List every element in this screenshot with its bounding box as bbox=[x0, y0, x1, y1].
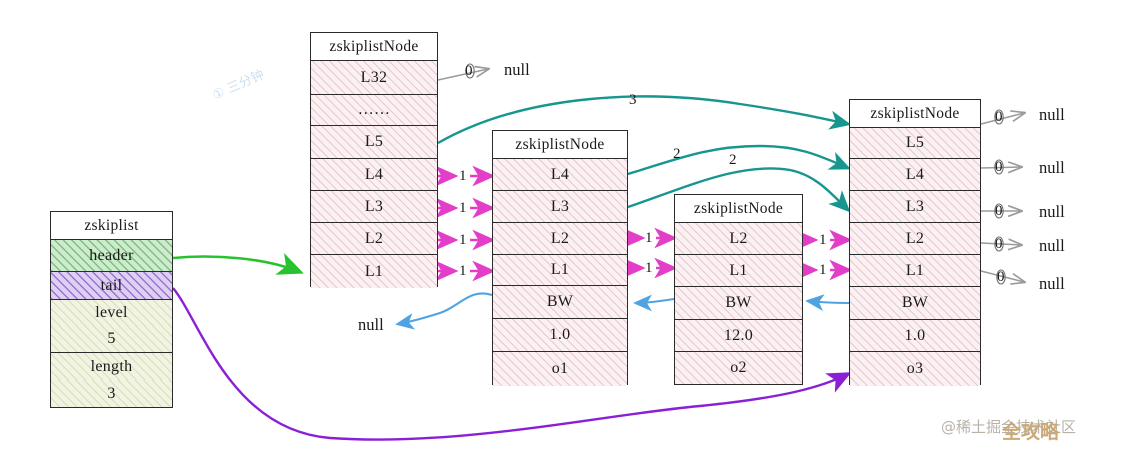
zskiplist-field-level-value: 5 bbox=[51, 326, 172, 353]
node-o3-cell-score: 1.0 bbox=[850, 320, 980, 352]
header-node: zskiplistNode L32 …… L5 L4 L3 L2 L1 bbox=[310, 32, 438, 288]
zero-label-o3-l2: 0 bbox=[995, 236, 1003, 252]
bw-o1-null bbox=[395, 292, 493, 330]
span-label-o1-l1-o2: 1 bbox=[645, 260, 653, 276]
null-label-o3-l1: null bbox=[1039, 274, 1065, 293]
header-node-cell-l4: L4 bbox=[311, 159, 437, 191]
node-o2-cell-l1: L1 bbox=[675, 255, 802, 287]
node-o2-cell-l2: L2 bbox=[675, 223, 802, 255]
node-o3-cell-l1: L1 bbox=[850, 255, 980, 287]
span-label-o2-l1-o3: 1 bbox=[819, 262, 827, 278]
ptr-header-l32-null bbox=[437, 69, 488, 81]
ptr-o3-l1-null bbox=[980, 270, 1024, 282]
zero-label-header-l32: 0 bbox=[465, 63, 473, 79]
header-node-cell-ellipsis: …… bbox=[311, 95, 437, 126]
node-o1-cell-l2: L2 bbox=[493, 223, 627, 255]
zero-label-o3-l4: 0 bbox=[995, 159, 1003, 175]
span-label-header-l5-o3: 3 bbox=[629, 92, 637, 108]
node-o3: zskiplistNode L5 L4 L3 L2 L1 BW 1.0 o3 bbox=[849, 99, 981, 386]
node-o1-cell-l4: L4 bbox=[493, 159, 627, 191]
bw-o2-o1 bbox=[633, 294, 675, 312]
watermark-community: @稀土掘金技术社区 bbox=[941, 418, 1077, 436]
node-o1-cell-obj: o1 bbox=[493, 352, 627, 386]
node-o2-cell-bw: BW bbox=[675, 287, 802, 320]
forward-pointers-near bbox=[435, 165, 853, 282]
header-node-title: zskiplistNode bbox=[311, 33, 437, 61]
zskiplist-field-length-value: 3 bbox=[51, 380, 172, 407]
header-node-cell-l3: L3 bbox=[311, 191, 437, 223]
node-o2-cell-score: 12.0 bbox=[675, 320, 802, 352]
forward-pointers-far bbox=[437, 95, 852, 213]
header-node-cell-l5: L5 bbox=[311, 126, 437, 159]
zero-label-o3-l1: 0 bbox=[997, 269, 1005, 285]
span-label-header-l1-o1: 1 bbox=[459, 263, 467, 279]
zskiplist-field-tail: tail bbox=[51, 272, 172, 300]
tp-zskiplist-tail-to-o3 bbox=[172, 287, 852, 441]
span-label-o1-l3-o3: 2 bbox=[729, 152, 737, 168]
node-o3-cell-l4: L4 bbox=[850, 159, 980, 191]
node-o3-cell-l5: L5 bbox=[850, 128, 980, 159]
node-o1-cell-bw: BW bbox=[493, 286, 627, 319]
ptr-o3-l4-null bbox=[980, 167, 1021, 168]
ptr-o3-l5-null bbox=[980, 113, 1024, 125]
null-label-o3-l2: null bbox=[1039, 236, 1065, 255]
node-o3-cell-l3: L3 bbox=[850, 191, 980, 223]
ptr-o3-l2-null bbox=[980, 243, 1021, 245]
zskiplist-field-header: header bbox=[51, 240, 172, 272]
span-label-o1-l2-o2: 1 bbox=[645, 230, 653, 246]
watermark-overlay: 全攻略 bbox=[1002, 421, 1060, 443]
bw-o3-o2 bbox=[805, 294, 850, 311]
node-o3-title: zskiplistNode bbox=[850, 100, 980, 128]
header-pointer bbox=[172, 253, 304, 275]
header-node-cell-l2: L2 bbox=[311, 223, 437, 255]
span-label-header-l4-o1: 1 bbox=[459, 168, 467, 184]
span-label-header-l2-o1: 1 bbox=[459, 232, 467, 248]
node-o1-cell-l3: L3 bbox=[493, 191, 627, 223]
null-label-o3-l3: null bbox=[1039, 202, 1065, 221]
node-o3-cell-obj: o3 bbox=[850, 352, 980, 386]
node-o3-cell-l2: L2 bbox=[850, 223, 980, 255]
zskiplist-field-length-label: length bbox=[51, 353, 172, 380]
span-label-header-l3-o1: 1 bbox=[459, 200, 467, 216]
node-o1-title: zskiplistNode bbox=[493, 131, 627, 159]
node-o3-cell-bw: BW bbox=[850, 287, 980, 320]
zskiplist-struct: zskiplist header tail level 5 length 3 bbox=[50, 211, 173, 408]
node-o2-cell-obj: o2 bbox=[675, 352, 802, 384]
null-forward-pointers bbox=[437, 69, 1024, 282]
node-o1-cell-l1: L1 bbox=[493, 255, 627, 286]
zskiplist-field-level-label: level bbox=[51, 300, 172, 326]
node-o2: zskiplistNode L2 L1 BW 12.0 o2 bbox=[674, 194, 803, 385]
zero-label-o3-l3: 0 bbox=[995, 203, 1003, 219]
fp-o1-l3-o3 bbox=[627, 167, 851, 213]
node-o2-title: zskiplistNode bbox=[675, 195, 802, 223]
hp-zskiplist-header-to-node bbox=[172, 253, 304, 275]
span-label-o2-l2-o3: 1 bbox=[819, 232, 827, 248]
backward-pointers bbox=[395, 292, 850, 330]
header-node-cell-l1: L1 bbox=[311, 255, 437, 288]
node-o1: zskiplistNode L4 L3 L2 L1 BW 1.0 o1 bbox=[492, 130, 628, 386]
null-label-o3-l5: null bbox=[1039, 105, 1065, 124]
null-label-o1-backward: null bbox=[358, 315, 384, 334]
tail-pointer bbox=[172, 287, 852, 441]
null-label-o3-l4: null bbox=[1039, 158, 1065, 177]
node-o1-cell-score: 1.0 bbox=[493, 319, 627, 352]
span-label-o1-l4-o3: 2 bbox=[673, 146, 681, 162]
fp-o1-l4-o3 bbox=[627, 144, 852, 176]
header-node-cell-l32: L32 bbox=[311, 61, 437, 95]
null-pointer-dots bbox=[465, 63, 1006, 285]
zero-label-o3-l5: 0 bbox=[995, 109, 1003, 125]
null-label-header-l32: null bbox=[504, 60, 530, 79]
zskiplist-title: zskiplist bbox=[51, 212, 172, 240]
fp-header-l5-o3 bbox=[437, 95, 852, 145]
